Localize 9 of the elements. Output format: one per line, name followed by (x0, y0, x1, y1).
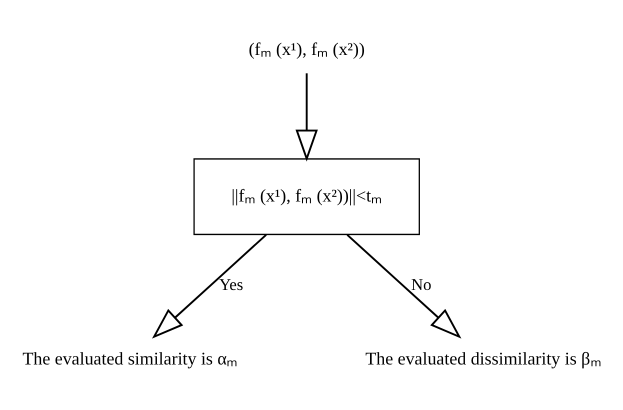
arrow (296, 73, 318, 162)
edge-label: Yes (219, 274, 244, 294)
arrow (346, 234, 462, 339)
node-text: The evaluated dissimilarity is βₘ (365, 348, 602, 369)
node-text: The evaluated similarity is αₘ (22, 348, 238, 369)
arrow (152, 234, 267, 339)
node-text: (fₘ (x¹), fₘ (x²)) (248, 38, 365, 59)
node-box: ||fₘ (x¹), fₘ (x²))||<tₘ (193, 158, 420, 236)
edge-label: No (411, 274, 432, 294)
